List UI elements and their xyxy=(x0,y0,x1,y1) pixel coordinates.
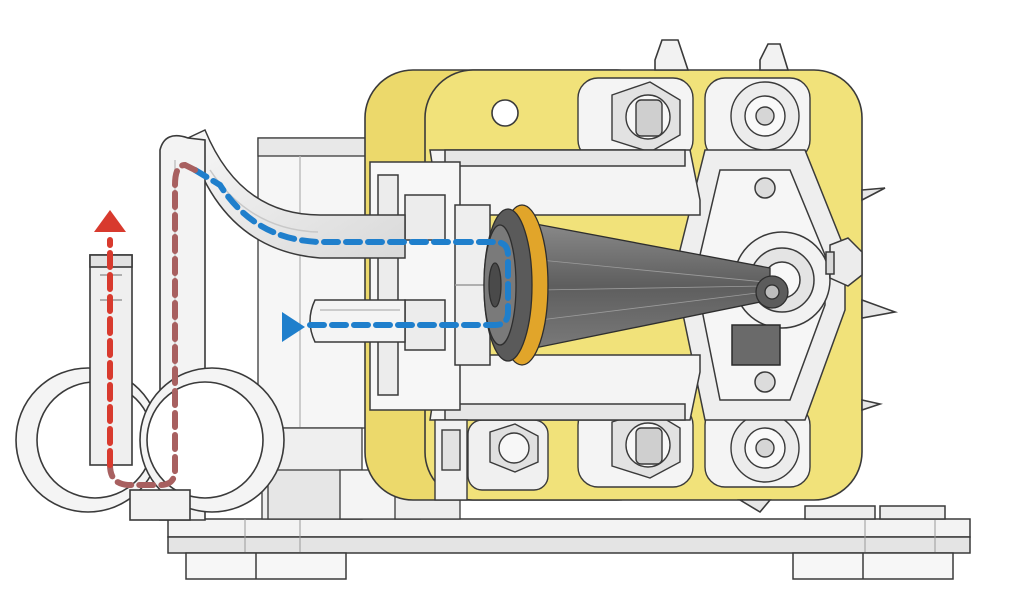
crank-weight xyxy=(731,324,781,366)
foot-left xyxy=(185,552,347,580)
inflow-upper-line xyxy=(192,167,473,245)
inflow-lower-line xyxy=(307,239,511,328)
arrow-right-icon xyxy=(282,312,305,342)
inlet-port xyxy=(309,299,406,343)
transition-path xyxy=(107,161,198,488)
arrow-up-icon xyxy=(94,210,126,232)
terminal-lug xyxy=(434,419,468,501)
hex-nut-icon xyxy=(825,237,863,287)
bolt-bosses xyxy=(467,77,811,491)
foot-right xyxy=(792,552,954,580)
bolt-icon xyxy=(704,404,811,488)
bolt-icon xyxy=(704,77,811,161)
inflow-path xyxy=(192,167,511,328)
hex-nut-icon xyxy=(577,404,694,488)
base-plate-bottom xyxy=(167,536,971,554)
base-plate xyxy=(167,505,971,580)
housing-hole xyxy=(491,99,519,127)
hex-nut-icon xyxy=(467,419,549,491)
base-plate-top xyxy=(167,518,971,538)
hex-nut-icon xyxy=(577,77,694,161)
